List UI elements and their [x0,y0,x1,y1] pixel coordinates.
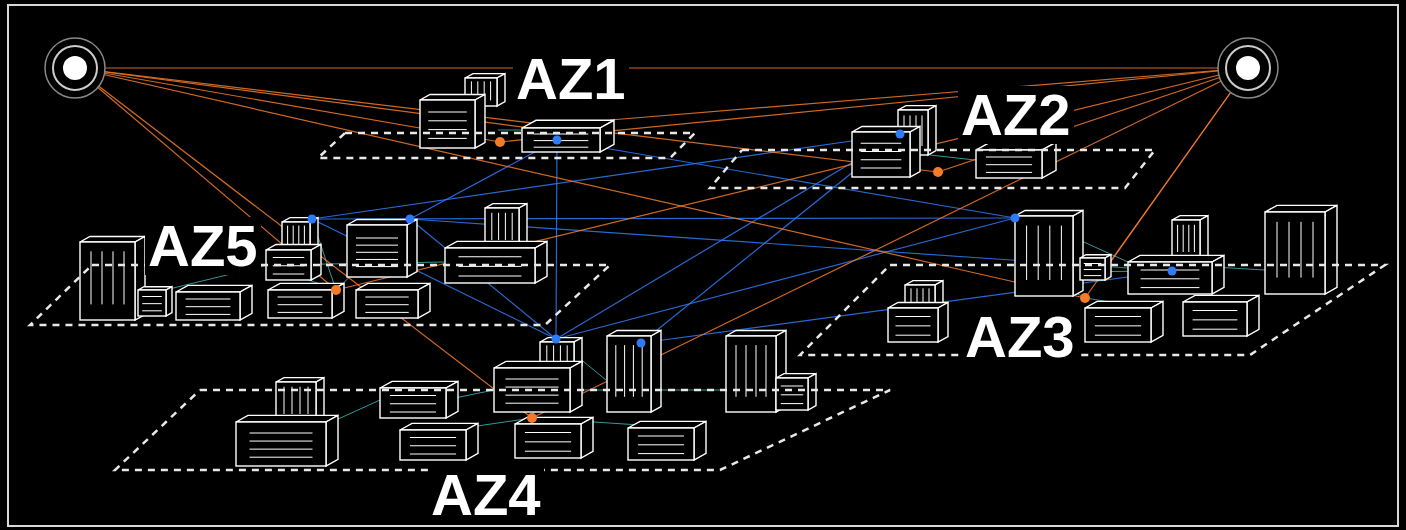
router-dot [406,215,415,224]
zone-label: AZ1 [513,50,629,108]
uplink-dot [1080,293,1090,303]
router-dot [553,136,562,145]
inter-az-link [410,219,556,339]
server-box [400,423,478,460]
router-dot [1011,214,1020,223]
server-tower [607,331,661,413]
platform-dashed-edge [115,390,890,470]
inter-az-link [557,140,1015,218]
platform-dashed-edge [800,265,1385,355]
server-box [176,285,252,320]
server-box [515,417,593,458]
local-link [930,155,975,160]
router-dot [552,335,561,344]
local-link [498,130,520,131]
server-box [445,241,547,283]
platform-outline [316,48,697,160]
uplink-line [336,68,1248,290]
availability-zone: AZ1 [316,48,697,160]
dot-group [45,38,1278,423]
server-box [356,283,430,318]
uplink-line [75,68,560,132]
server-tower [1015,211,1083,297]
server-box [1085,301,1163,342]
server-box [420,95,485,149]
zone-label: AZ3 [962,308,1078,366]
server-box [776,374,816,410]
endpoint-symbol [45,38,105,98]
uplink-dot [331,285,341,295]
platform-dashed-edge [30,265,610,325]
server-group [80,74,1337,466]
uplink-line [75,68,938,172]
local-link [336,219,410,290]
server-tower [1265,205,1337,294]
server-box [266,245,321,281]
uplink-line [532,68,1248,418]
router-dot [637,339,646,348]
platform-dashed-edge [710,150,1155,188]
zone-label: AZ4 [428,466,544,524]
server-box [522,120,614,152]
server-box [494,361,582,412]
server-box [852,127,920,178]
uplink-dot [527,413,537,423]
uplink-dot [933,167,943,177]
server-box [976,142,1056,178]
availability-zone: AZ4 [113,388,892,526]
router-dot [896,130,905,139]
uplink-line [75,67,1248,68]
platform-outline [28,215,612,327]
availability-zone: AZ3 [798,263,1387,368]
server-box [1183,295,1259,336]
wire-group [75,68,1265,430]
platform-outline [708,84,1157,190]
server-box [888,303,948,343]
server-tower [80,237,145,321]
router-dot [308,215,317,224]
availability-zone: AZ2 [708,84,1157,190]
server-box [1128,255,1224,294]
platform-dashed-edge [318,133,695,158]
platform-outline [798,263,1387,368]
router-dot [1168,267,1177,276]
uplink-dot [495,137,505,147]
endpoint-symbol [1218,38,1278,98]
zone-label: AZ5 [145,217,261,275]
server-box [628,421,706,460]
server-box [1080,255,1111,280]
server-box [380,381,458,418]
uplink-line [1085,68,1248,298]
server-box [138,287,172,316]
server-box [268,283,344,318]
zone-label: AZ2 [958,86,1074,144]
availability-zone: AZ5 [28,215,612,327]
inter-az-link [556,140,557,339]
inter-az-link [641,271,1172,343]
server-box [347,220,417,278]
uplink-line [1110,68,1248,262]
server-tower [1172,216,1208,260]
frame [8,5,1398,526]
server-box [236,415,338,466]
